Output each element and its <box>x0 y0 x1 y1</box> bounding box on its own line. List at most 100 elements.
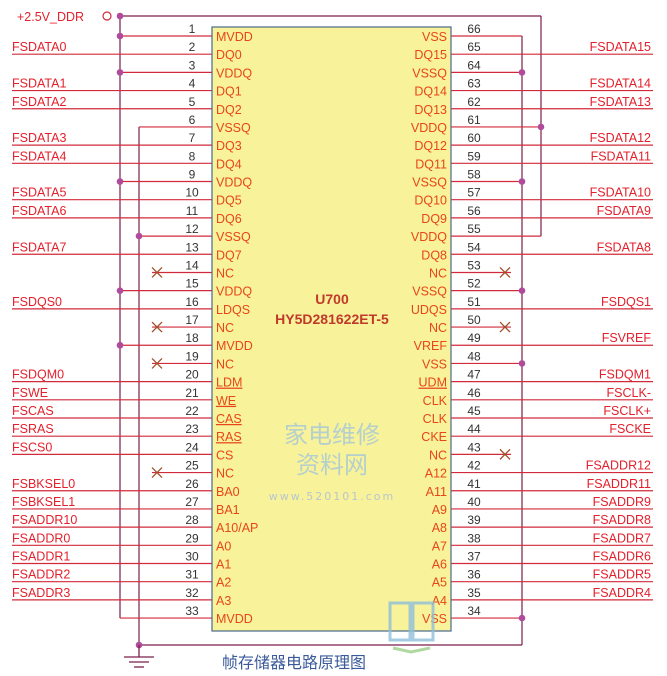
pin-name: A8 <box>432 521 447 535</box>
pin-number: 37 <box>467 550 481 564</box>
net-label: FSVREF <box>602 331 652 345</box>
pin-name: A5 <box>432 576 447 590</box>
pin-number: 49 <box>467 331 481 345</box>
junction-dot <box>116 69 124 76</box>
pin-number: 29 <box>185 531 199 545</box>
pin-name: LDQS <box>216 303 250 317</box>
ground-symbol-icon <box>124 645 154 668</box>
junction-dot <box>135 232 143 240</box>
net-label: FSADDR10 <box>12 513 77 527</box>
net-label: FSADDR11 <box>587 477 651 491</box>
pin-name: DQ10 <box>414 194 447 208</box>
junction-dot <box>518 69 526 76</box>
net-label: FSDQS0 <box>12 295 62 309</box>
no-connect-icon <box>151 467 163 479</box>
pin-number: 6 <box>189 113 196 127</box>
pin-number: 20 <box>185 368 199 382</box>
pin-number: 35 <box>467 586 481 600</box>
pin-name: VSS <box>422 357 447 371</box>
pin-number: 11 <box>186 204 199 218</box>
net-label: FSADDR12 <box>586 459 651 473</box>
pin-name: UDM <box>419 376 447 390</box>
pin-number: 50 <box>467 313 481 327</box>
pin-number: 18 <box>185 331 199 345</box>
pin-name: NC <box>216 467 234 481</box>
pin-name: WE <box>216 394 236 408</box>
pin-name: DQ4 <box>216 157 242 171</box>
net-label: FSDATA14 <box>590 77 651 91</box>
power-port-icon <box>102 11 112 21</box>
pin-number: 56 <box>467 204 481 218</box>
pin-number: 30 <box>185 550 199 564</box>
pin-name: LDM <box>216 376 242 390</box>
pin-number: 4 <box>189 77 196 91</box>
pin-name: A0 <box>216 539 231 553</box>
net-label: FSDATA4 <box>12 149 66 163</box>
pin-name: DQ0 <box>216 48 242 62</box>
pin-number: 10 <box>185 186 199 200</box>
pin-name: A12 <box>425 467 447 481</box>
pin-name: A4 <box>432 594 447 608</box>
net-label: FSADDR7 <box>593 531 651 545</box>
pin-name: DQ15 <box>414 48 447 62</box>
net-label: FSDATA5 <box>12 186 66 200</box>
pin-name: DQ11 <box>415 157 447 171</box>
pin-number: 27 <box>185 495 199 509</box>
pin-number: 33 <box>185 604 199 618</box>
pin-name: BA0 <box>216 485 240 499</box>
net-label: FSDATA15 <box>590 40 651 54</box>
pin-number: 12 <box>185 222 199 236</box>
net-label: FSADDR9 <box>593 495 651 509</box>
pin-name: A9 <box>432 503 447 517</box>
pin-number: 54 <box>467 240 481 254</box>
pin-number: 38 <box>467 531 481 545</box>
pin-number: 17 <box>185 313 199 327</box>
pin-name: CLK <box>423 412 448 426</box>
chip-body <box>211 26 452 632</box>
pin-number: 44 <box>467 422 481 436</box>
pin-number: 40 <box>467 495 481 509</box>
net-label: FSDATA0 <box>12 40 66 54</box>
pin-number: 7 <box>189 131 196 145</box>
pin-name: UDQS <box>411 303 447 317</box>
pin-number: 52 <box>467 277 481 291</box>
pin-number: 24 <box>185 440 199 454</box>
junction-dot <box>518 360 526 367</box>
pin-number: 61 <box>467 113 481 127</box>
net-label: FSDQS1 <box>601 295 651 309</box>
pin-number: 64 <box>467 58 481 72</box>
pin-number: 42 <box>467 459 481 473</box>
net-label: FSDATA9 <box>597 204 651 218</box>
pin-name: DQ8 <box>421 248 447 262</box>
